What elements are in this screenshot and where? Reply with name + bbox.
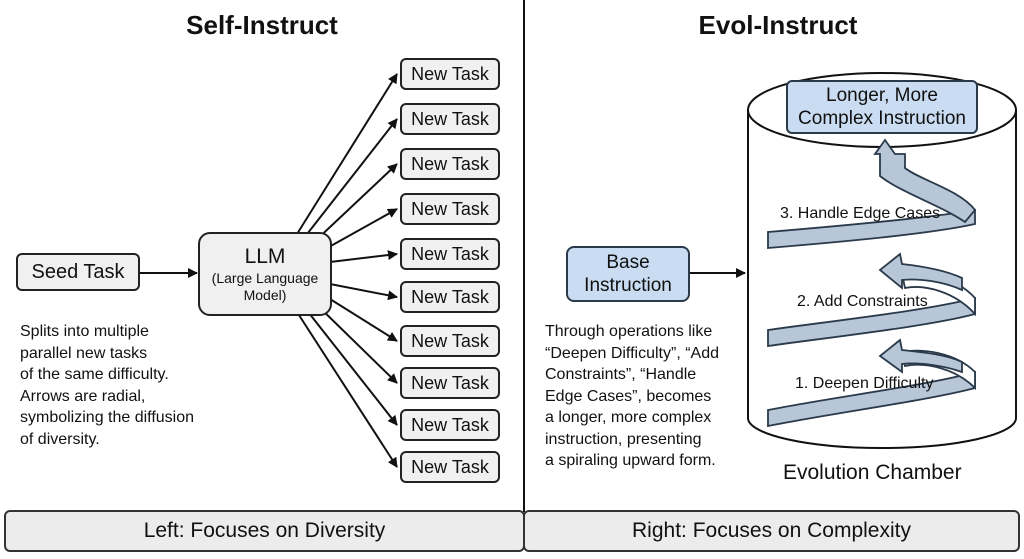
new-task-node-8: New Task (400, 367, 500, 399)
radial-arrow-5 (329, 250, 398, 263)
new-task-node-2: New Task (400, 103, 500, 135)
left-note-line: of the same difficulty. (20, 366, 169, 383)
new-task-node-5: New Task (400, 238, 500, 270)
left-note-line: Arrows are radial, (20, 387, 146, 405)
new-task-node-3: New Task (400, 148, 500, 180)
left-note-line: of diversity. (20, 430, 100, 448)
step-2-label: 2. Add Constraints (797, 293, 928, 310)
radial-arrow-10 (296, 311, 398, 468)
radial-arrow-3 (311, 163, 398, 245)
radial-arrow-8 (313, 301, 398, 384)
llm-subtitle: (Large Language Model) (211, 270, 319, 303)
right-note-line: instruction, presenting (545, 430, 702, 448)
radial-arrows (296, 73, 398, 468)
new-task-node-9: New Task (400, 409, 500, 441)
footer-right: Right: Focuses on Complexity (523, 510, 1020, 552)
llm-node: LLM (Large Language Model) (198, 232, 332, 316)
right-note-line: a spiraling upward form. (545, 452, 716, 469)
new-task-node-1: New Task (400, 58, 500, 90)
radial-arrow-6 (329, 283, 398, 301)
evolution-spiral (767, 138, 977, 428)
right-note-line: “Deepen Difficulty”, “Add (545, 344, 719, 362)
right-note-line: Constraints”, “Handle (545, 366, 697, 383)
new-task-node-7: New Task (400, 325, 500, 357)
radial-arrow-9 (304, 307, 398, 426)
llm-title: LLM (244, 245, 286, 268)
right-note-line: Through operations like (545, 323, 713, 340)
radial-arrow-7 (321, 293, 398, 342)
top-instruction-node: Longer, More Complex Instruction (786, 80, 978, 134)
radial-arrow-1 (296, 73, 398, 235)
left-note-line: symbolizing the diffusion (20, 409, 195, 426)
footer-left: Left: Focuses on Diversity (4, 510, 525, 552)
right-description: Through operations like “Deepen Difficul… (545, 321, 719, 472)
left-description: Splits into multiple parallel new tasks … (20, 321, 194, 450)
radial-arrow-2 (303, 118, 398, 239)
new-task-node-4: New Task (400, 193, 500, 225)
step-3-label: 3. Handle Edge Cases (780, 205, 941, 222)
base-instruction-node: Base Instruction (566, 246, 690, 302)
new-task-node-6: New Task (400, 281, 500, 313)
left-title: Self-Instruct (186, 10, 338, 40)
new-task-node-10: New Task (400, 451, 500, 483)
step-1-label: 1. Deepen Difficulty (795, 375, 934, 392)
right-note-line: Edge Cases”, becomes (545, 387, 712, 405)
seed-task-node: Seed Task (16, 253, 140, 291)
left-note-line: parallel new tasks (20, 344, 148, 362)
evolution-chamber-label: Evolution Chamber (783, 461, 962, 484)
center-divider (523, 0, 525, 512)
right-note-line: a longer, more complex (545, 409, 712, 426)
right-title: Evol-Instruct (698, 10, 858, 40)
radial-arrow-4 (319, 208, 398, 253)
left-note-line: Splits into multiple (20, 323, 149, 340)
